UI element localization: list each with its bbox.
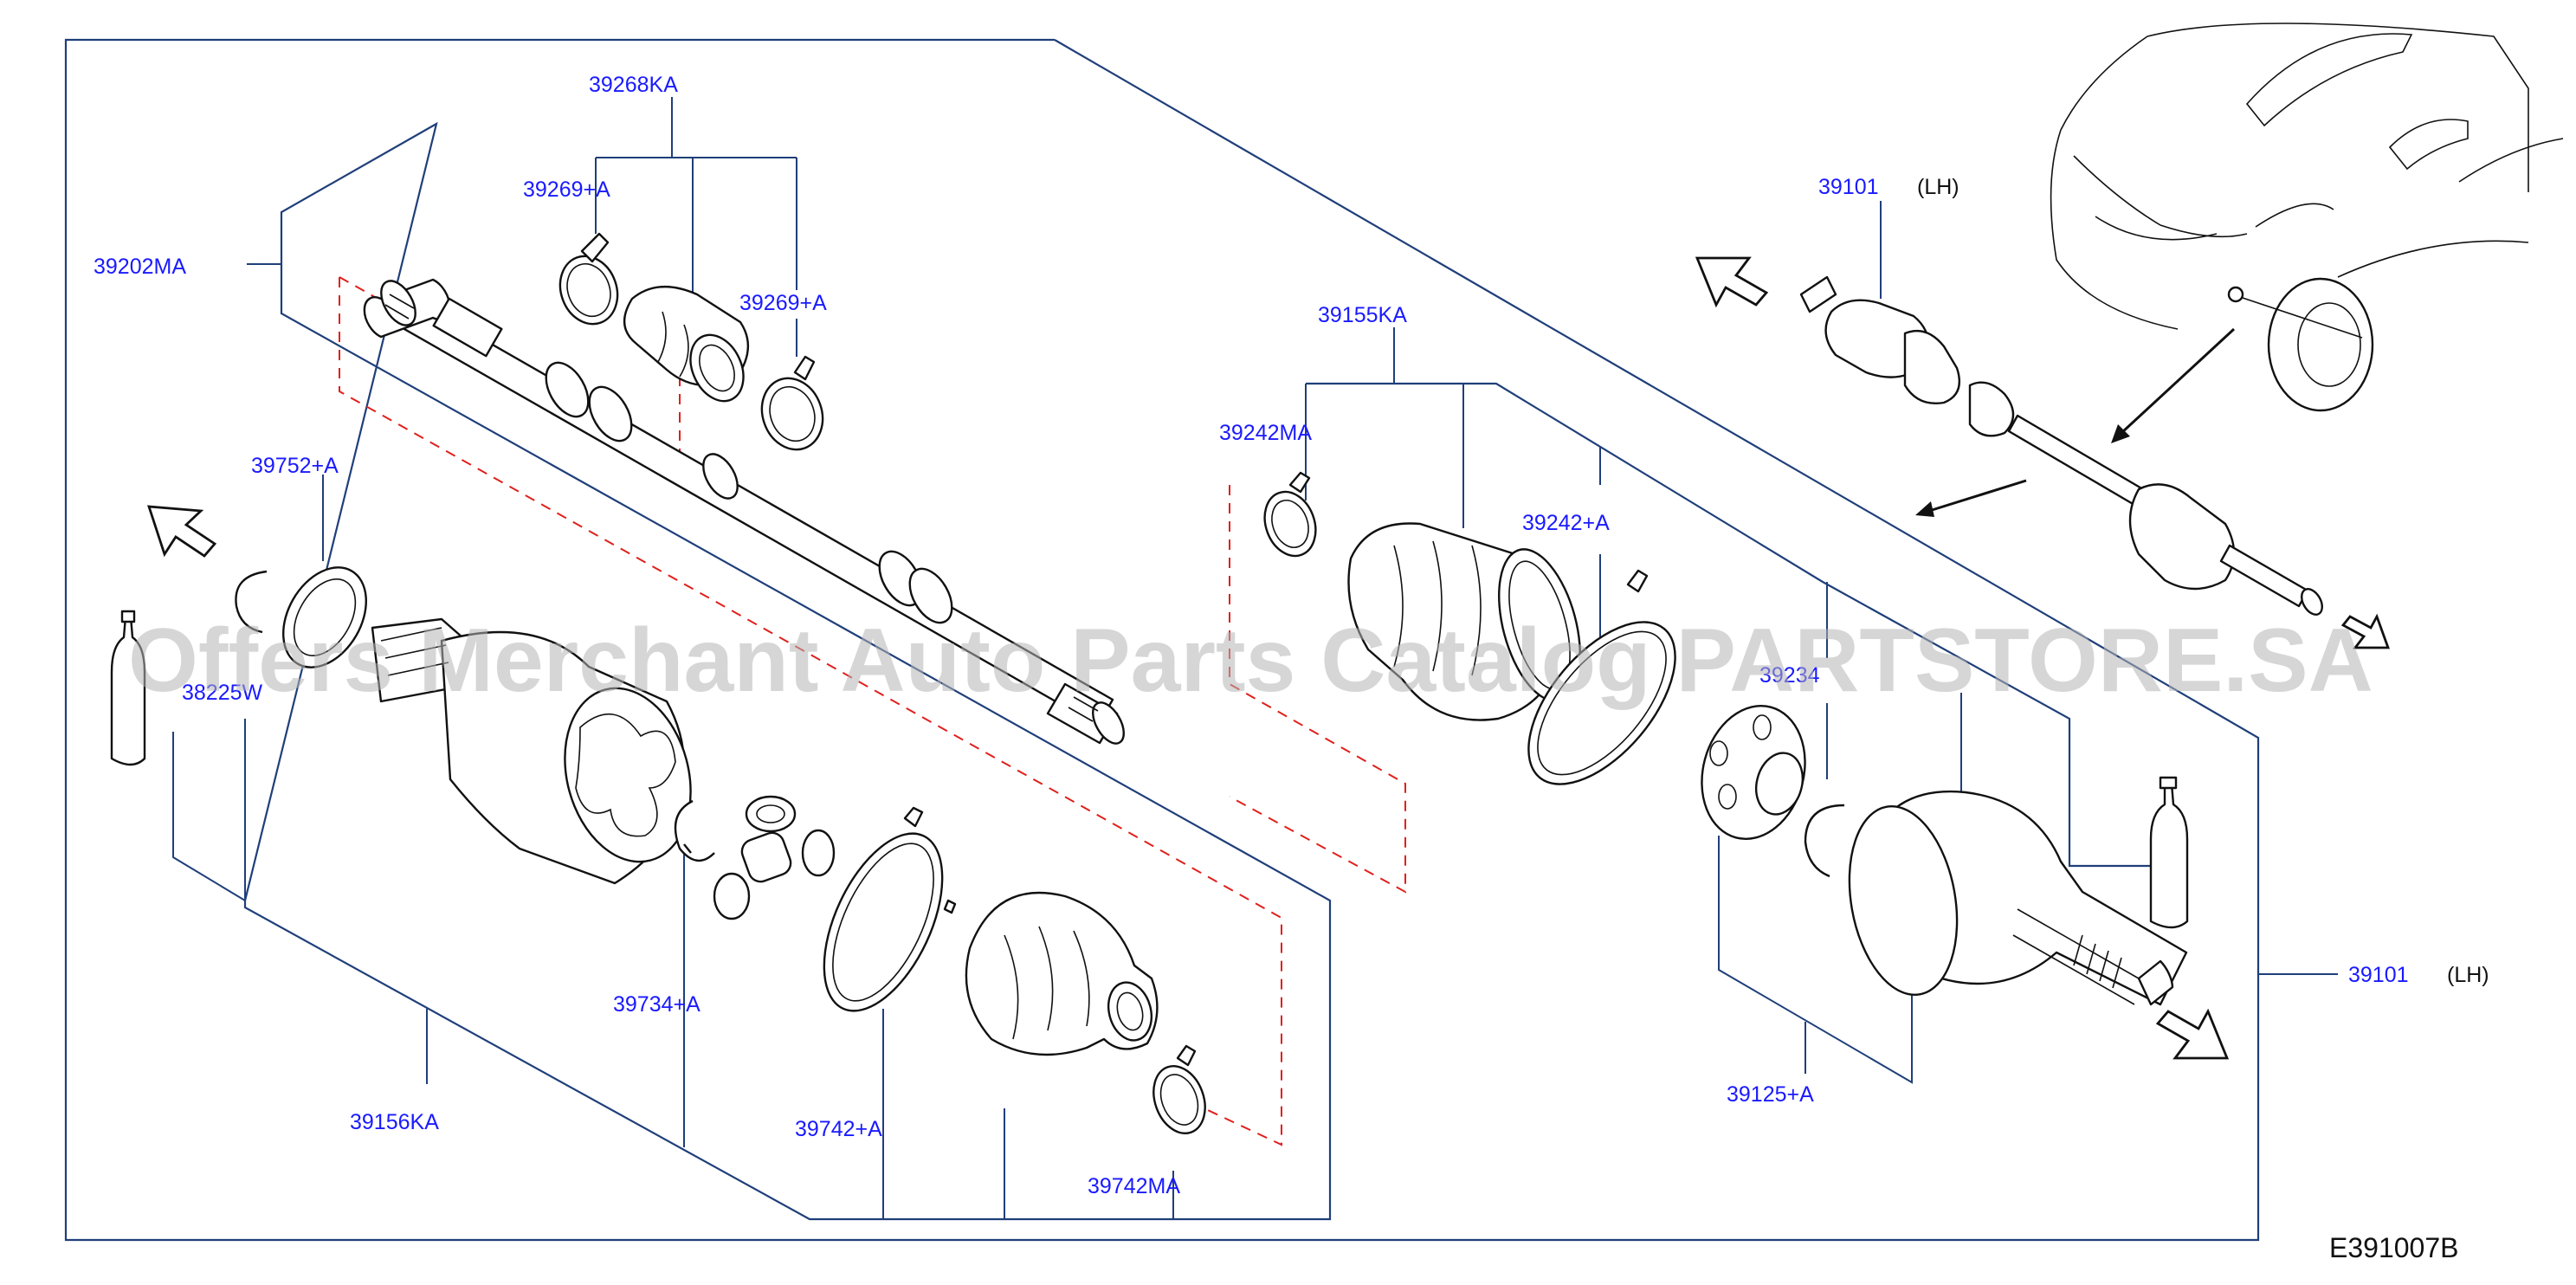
callout-39125a: 39125+A	[1727, 1082, 1814, 1107]
callout-39202ma: 39202MA	[94, 255, 186, 279]
callout-39155ka: 39155KA	[1318, 303, 1407, 327]
callout-39268ka: 39268KA	[589, 73, 678, 97]
inner-boot-39742A	[965, 891, 1159, 1056]
outer-frame	[64, 38, 2260, 1242]
inner-race-cage	[1701, 704, 1806, 841]
snap-ring-left	[235, 570, 268, 634]
callout-39242a: 39242+A	[1522, 511, 1610, 535]
grease-bottle-left	[110, 610, 146, 766]
callout-39101-right: 39101	[2348, 963, 2409, 987]
vehicle-inset	[2050, 23, 2564, 412]
callout-38225w: 38225W	[182, 681, 263, 705]
shaft-dashed-group	[339, 277, 1282, 1146]
inner-boot-small	[623, 286, 750, 403]
callout-39101-top: 39101	[1818, 175, 1879, 199]
callouts: 39268KA 39269+A 39269+A 39202MA 39752+A …	[94, 73, 2489, 1263]
watermark: Offers Merchant Auto Parts Catalog PARTS…	[128, 610, 2373, 711]
outer-cv-joint	[1848, 790, 2188, 1006]
callout-39269a-right: 39269+A	[739, 291, 827, 315]
callout-39752a: 39752+A	[251, 454, 339, 478]
driveshaft-assembly-inset	[1799, 275, 2323, 616]
boot-band-right	[760, 355, 824, 451]
callout-39242ma: 39242MA	[1219, 421, 1312, 445]
callout-39234: 39234	[1759, 663, 1820, 688]
inner-boot-band-large	[823, 806, 957, 1012]
circlip-39734A	[674, 799, 715, 862]
outer-boot-band-large	[1527, 569, 1676, 785]
callout-39734a: 39734+A	[613, 992, 700, 1017]
grease-bottle-right	[2149, 776, 2189, 929]
dust-seal	[282, 566, 367, 668]
diagram-code: E391007B	[2329, 1232, 2458, 1263]
callout-39742a: 39742+A	[795, 1117, 882, 1141]
tripod-joint	[713, 795, 836, 920]
side-label-lh-top: (LH)	[1917, 175, 1959, 199]
intermediate-shaft	[363, 278, 1125, 745]
small-boot-band-39742MA	[1152, 1044, 1206, 1134]
inboard-group-frame	[243, 121, 1332, 1221]
side-label-lh-right: (LH)	[2447, 963, 2489, 987]
direction-arrow-right-lower	[2155, 1008, 2230, 1060]
inner-cv-housing	[371, 617, 692, 885]
callout-39156ka: 39156KA	[350, 1110, 439, 1134]
direction-arrow-right-small	[2340, 613, 2390, 649]
callout-39742ma: 39742MA	[1088, 1174, 1180, 1198]
direction-arrow-car-left	[1695, 256, 1769, 308]
snap-ring-right	[1804, 804, 1845, 878]
pointer-arrows	[1915, 327, 2236, 517]
direction-arrow-left-upper	[147, 505, 217, 558]
outboard-dashed-group	[1229, 485, 1406, 894]
boot-band-top	[558, 232, 619, 326]
outer-boot-band-small	[1263, 471, 1317, 558]
callout-39269a-top: 39269+A	[523, 178, 610, 202]
